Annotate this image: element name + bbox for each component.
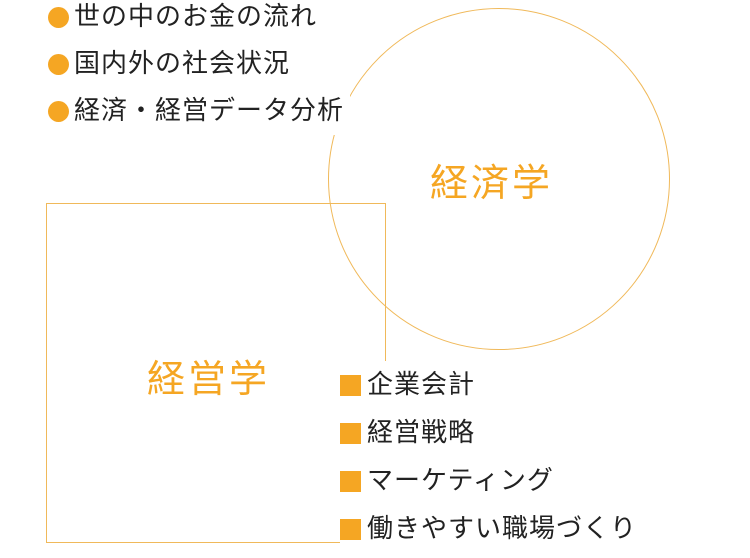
management-topic-item: 働きやすい職場づくり (340, 505, 644, 553)
square-bullet-icon (340, 470, 361, 492)
management-topic-label: 企業会計 (367, 370, 476, 400)
management-topic-label: 経営戦略 (367, 418, 476, 448)
management-topic-label: 働きやすい職場づくり (367, 514, 638, 544)
economics-topic-label: 国内外の社会状況 (74, 49, 291, 79)
management-topic-item: 経営戦略 (340, 409, 644, 457)
economics-title: 経済学 (430, 161, 554, 205)
square-bullet-icon (340, 422, 361, 444)
economics-circle (328, 8, 670, 350)
management-topic-list: 企業会計 経営戦略 マーケティング 働きやすい職場づくり (340, 361, 644, 553)
management-topic-item: 企業会計 (340, 361, 644, 409)
management-topic-label: マーケティング (367, 466, 554, 496)
square-bullet-icon (340, 518, 361, 540)
economics-topic-item: 世の中のお金の流れ (48, 0, 351, 41)
circle-bullet-icon (48, 101, 69, 122)
circle-bullet-icon (48, 54, 69, 75)
economics-topic-item: 経済・経営データ分析 (48, 88, 351, 135)
square-bullet-icon (340, 374, 361, 396)
economics-topic-list: 世の中のお金の流れ 国内外の社会状況 経済・経営データ分析 (48, 0, 351, 135)
management-topic-item: マーケティング (340, 457, 644, 505)
management-title: 経営学 (147, 357, 271, 401)
circle-bullet-icon (48, 7, 69, 28)
economics-topic-label: 経済・経営データ分析 (74, 96, 345, 126)
economics-topic-item: 国内外の社会状況 (48, 41, 351, 88)
economics-topic-label: 世の中のお金の流れ (74, 2, 318, 32)
